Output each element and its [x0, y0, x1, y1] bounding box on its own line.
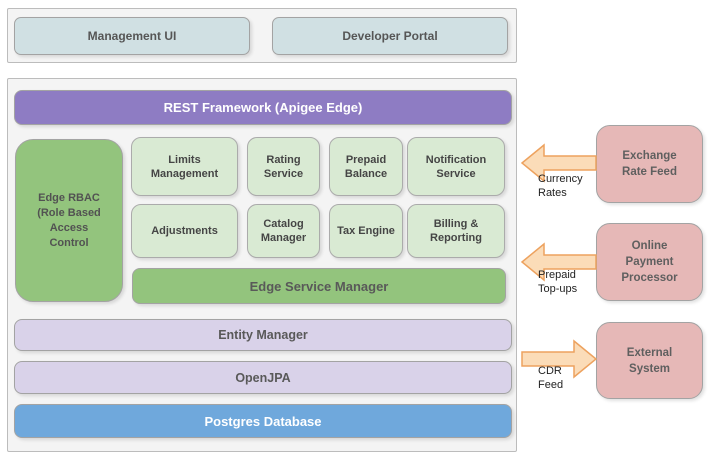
rest-framework-bar: REST Framework (Apigee Edge)	[14, 90, 512, 125]
entity-manager-bar: Entity Manager	[14, 319, 512, 351]
postgres-database-bar: Postgres Database	[14, 404, 512, 438]
left-arrow-icon	[521, 143, 597, 183]
adjustments-box: Adjustments	[131, 204, 238, 258]
developer-portal-box: Developer Portal	[272, 17, 508, 55]
external-system-box: External System	[596, 322, 703, 399]
limits-management-box: Limits Management	[131, 137, 238, 196]
management-ui-box: Management UI	[14, 17, 250, 55]
openjpa-bar: OpenJPA	[14, 361, 512, 394]
tax-engine-box: Tax Engine	[329, 204, 403, 258]
billing-reporting-box: Billing & Reporting	[407, 204, 505, 258]
rating-service-box: Rating Service	[247, 137, 320, 196]
notification-service-box: Notification Service	[407, 137, 505, 196]
client-layer-panel: Management UI Developer Portal	[7, 8, 517, 63]
online-payment-processor-box: Online Payment Processor	[596, 223, 703, 301]
flow-label-currency-rates: Currency Rates	[538, 173, 583, 199]
exchange-rate-feed-box: Exchange Rate Feed	[596, 125, 703, 203]
catalog-manager-box: Catalog Manager	[247, 204, 320, 258]
flow-label-cdr-feed: CDR Feed	[538, 365, 564, 391]
left-arrow-icon	[521, 242, 597, 282]
edge-service-manager-bar: Edge Service Manager	[132, 268, 506, 304]
monetization-stack-panel: REST Framework (Apigee Edge) Edge RBAC (…	[7, 78, 517, 452]
edge-rbac-box: Edge RBAC (Role Based Access Control	[15, 139, 123, 302]
prepaid-balance-box: Prepaid Balance	[329, 137, 403, 196]
flow-label-prepaid-top-ups: Prepaid Top-ups	[538, 269, 578, 295]
right-arrow-icon	[521, 339, 597, 379]
